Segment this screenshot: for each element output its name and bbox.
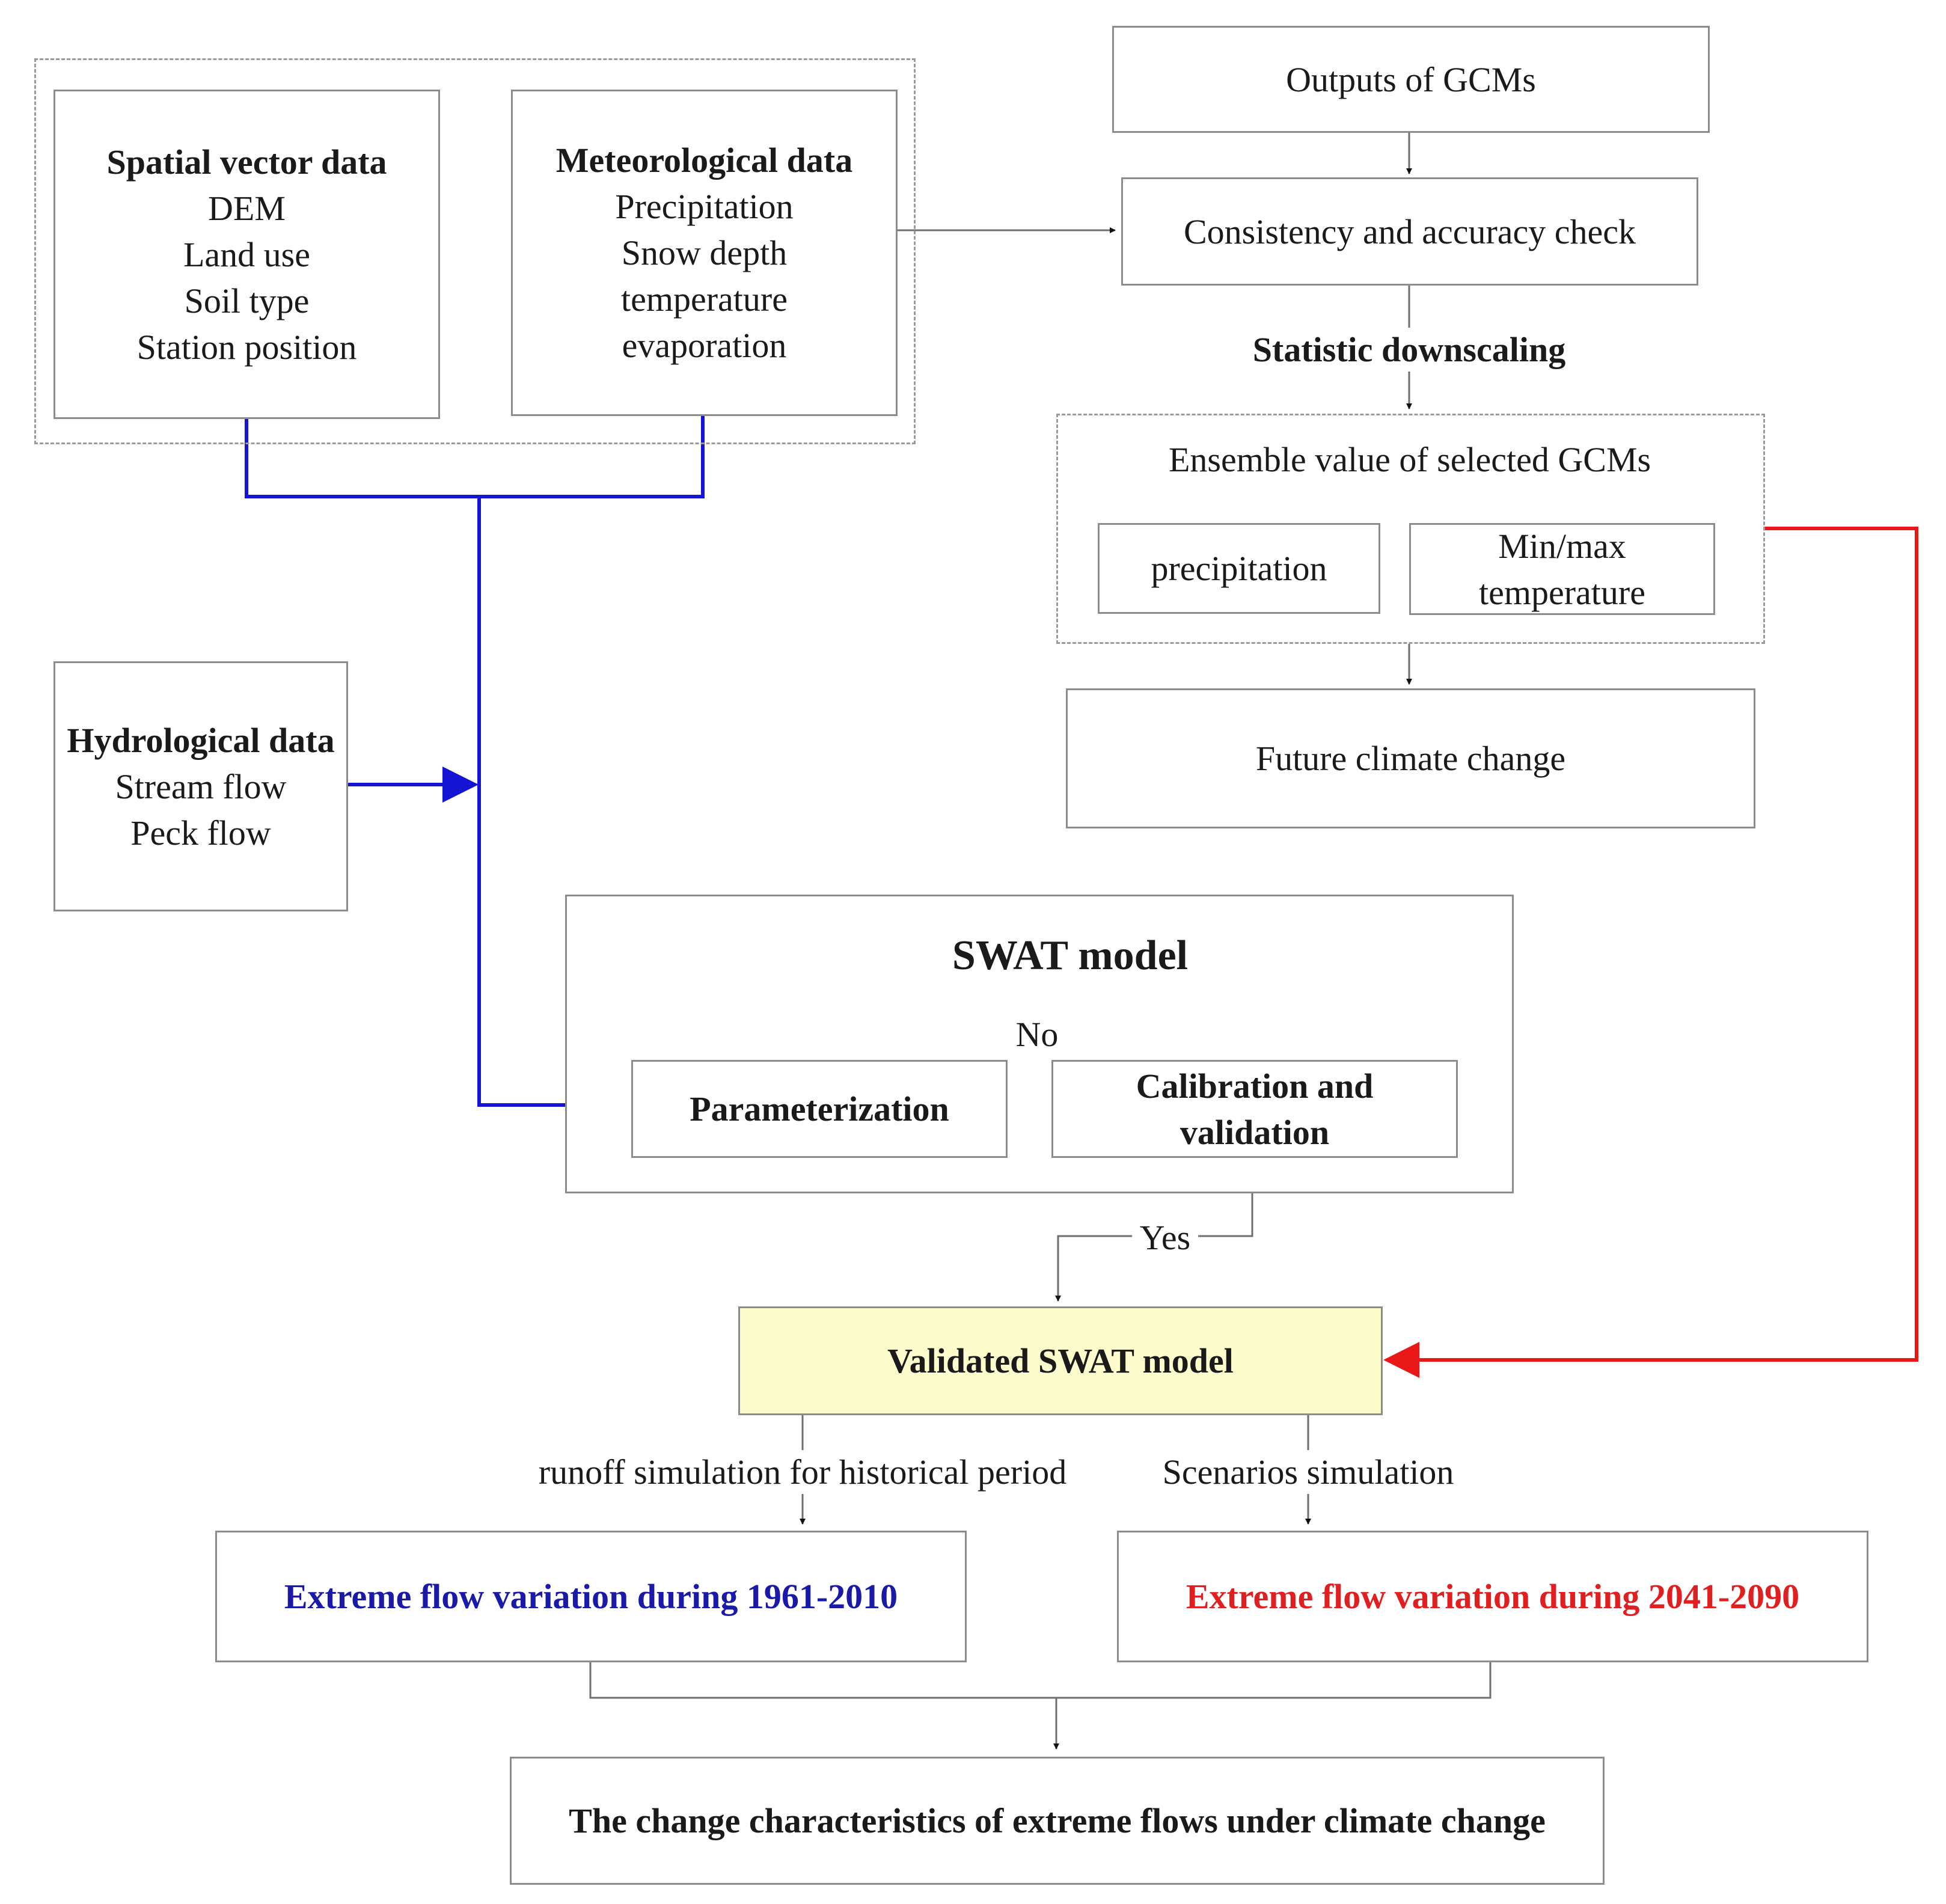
historical-result-box: Extreme flow variation during 1961-2010 bbox=[215, 1531, 967, 1662]
calibration-validation-box: Calibration and validation bbox=[1051, 1060, 1458, 1158]
min-max-temperature-box: Min/max temperature bbox=[1409, 523, 1715, 615]
hydrological-item-stream-flow: Stream flow bbox=[115, 767, 287, 806]
spatial-item-dem: DEM bbox=[208, 188, 286, 228]
validation-label: validation bbox=[1180, 1112, 1330, 1152]
future-result-box: Extreme flow variation during 2041-2090 bbox=[1117, 1531, 1868, 1662]
statistic-downscaling-label: Statistic downscaling bbox=[1252, 330, 1566, 369]
meteorological-item-snow-depth: Snow depth bbox=[621, 233, 788, 272]
spatial-item-station-position: Station position bbox=[136, 327, 357, 367]
meteorological-data-title: Meteorological data bbox=[555, 141, 853, 180]
parameterization-label: Parameterization bbox=[690, 1089, 949, 1128]
future-result-label: Extreme flow variation during 2041-2090 bbox=[1186, 1577, 1800, 1616]
consistency-check-box: Consistency and accuracy check bbox=[1121, 177, 1698, 286]
future-climate-change-box: Future climate change bbox=[1066, 688, 1755, 828]
results-merge-line bbox=[589, 1659, 1492, 1699]
outputs-of-gcms-label: Outputs of GCMs bbox=[1286, 60, 1536, 99]
meteorological-item-temperature: temperature bbox=[621, 280, 788, 319]
input-data-group bbox=[34, 58, 916, 444]
meteorological-item-evaporation: evaporation bbox=[622, 326, 787, 365]
meteorological-data-box: Meteorological data Precipitation Snow d… bbox=[511, 90, 898, 416]
outputs-of-gcms-box: Outputs of GCMs bbox=[1112, 26, 1710, 133]
historical-result-label: Extreme flow variation during 1961-2010 bbox=[284, 1577, 898, 1616]
spatial-item-land-use: Land use bbox=[183, 234, 310, 274]
hydrological-item-peck-flow: Peck flow bbox=[130, 813, 271, 853]
no-label: No bbox=[1004, 1011, 1070, 1058]
spatial-item-soil-type: Soil type bbox=[184, 281, 310, 320]
spatial-data-connector bbox=[245, 415, 705, 498]
yes-label: Yes bbox=[1132, 1214, 1198, 1261]
meteorological-item-precipitation: Precipitation bbox=[615, 187, 794, 226]
future-climate-change-label: Future climate change bbox=[1255, 739, 1566, 778]
calibration-label: Calibration and bbox=[1136, 1066, 1374, 1106]
precipitation-label: precipitation bbox=[1151, 549, 1327, 588]
consistency-check-label: Consistency and accuracy check bbox=[1183, 212, 1636, 251]
final-result-label: The change characteristics of extreme fl… bbox=[569, 1801, 1546, 1840]
temperature-label: temperature bbox=[1479, 572, 1645, 612]
historical-simulation-label: runoff simulation for historical period bbox=[538, 1452, 1067, 1492]
parameterization-box: Parameterization bbox=[631, 1060, 1008, 1158]
ensemble-label: Ensemble value of selected GCMs bbox=[1169, 440, 1651, 479]
final-result-box: The change characteristics of extreme fl… bbox=[510, 1757, 1605, 1885]
precipitation-box: precipitation bbox=[1098, 523, 1380, 614]
swat-model-title: SWAT model bbox=[952, 932, 1189, 979]
spatial-vector-data-box: Spatial vector data DEM Land use Soil ty… bbox=[54, 90, 440, 419]
spatial-vector-data-title: Spatial vector data bbox=[106, 142, 387, 182]
min-max-label: Min/max bbox=[1498, 526, 1626, 566]
validated-swat-model-box: Validated SWAT model bbox=[738, 1306, 1383, 1415]
ensemble-to-validated-arrow bbox=[1383, 527, 1918, 1378]
validated-swat-model-label: Validated SWAT model bbox=[887, 1341, 1234, 1380]
hydrological-data-title: Hydrological data bbox=[67, 720, 335, 760]
hydrological-data-box: Hydrological data Stream flow Peck flow bbox=[54, 661, 348, 911]
ensemble-group bbox=[1056, 414, 1765, 644]
scenario-simulation-label: Scenarios simulation bbox=[1162, 1452, 1454, 1492]
